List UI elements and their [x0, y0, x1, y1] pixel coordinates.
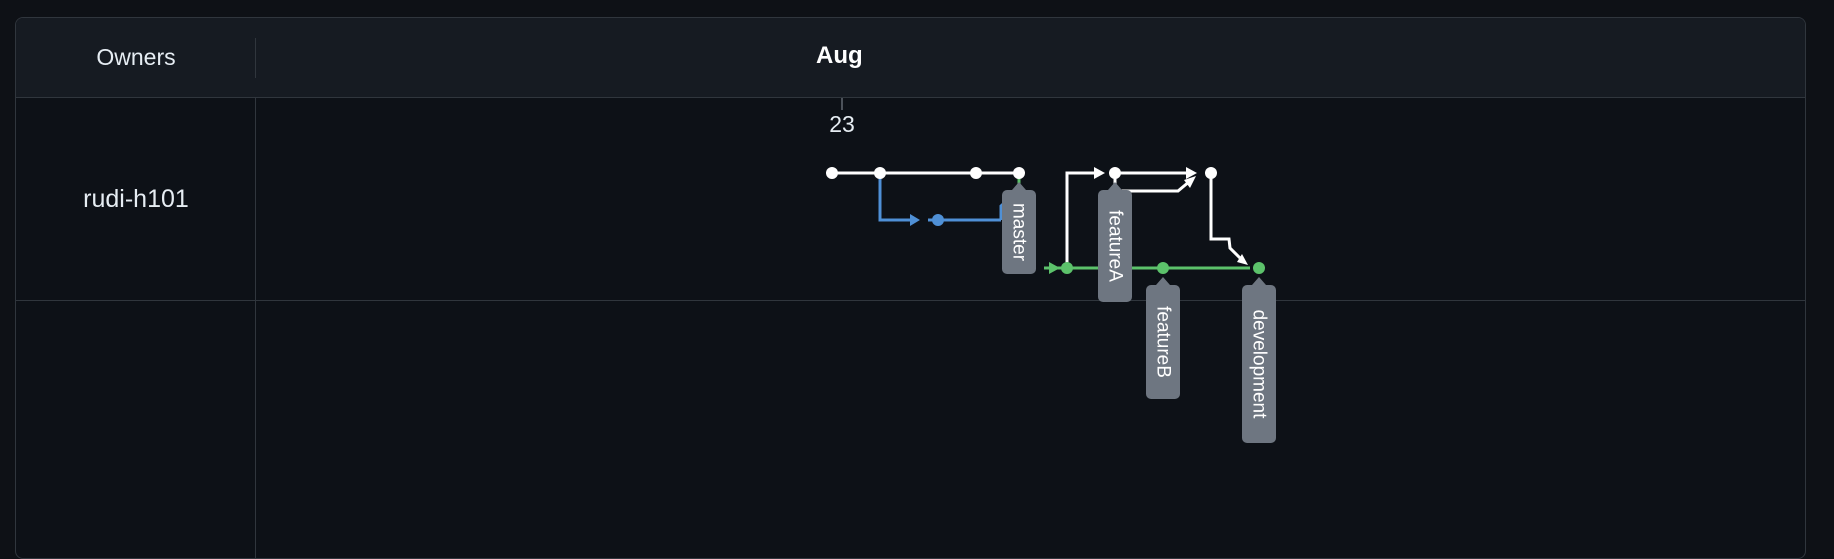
- day-label: 23: [829, 111, 855, 137]
- commit-dot[interactable]: [826, 167, 838, 179]
- commit-dot[interactable]: [970, 167, 982, 179]
- commit-dot[interactable]: [1013, 167, 1025, 179]
- commit-graph[interactable]: 23: [16, 18, 1805, 558]
- featureA-arrow-head: [1094, 167, 1105, 179]
- commit-dot[interactable]: [1157, 262, 1169, 274]
- branch-tag-label: featureB: [1153, 306, 1174, 378]
- commit-dot[interactable]: [1109, 167, 1121, 179]
- graph-header: Owners Aug: [16, 18, 1805, 98]
- owner-name[interactable]: rudi-h101: [83, 185, 189, 213]
- commit-dot[interactable]: [1205, 167, 1217, 179]
- commit-dot[interactable]: [932, 214, 944, 226]
- branch-tag-label: master: [1009, 203, 1030, 262]
- commit-dot[interactable]: [874, 167, 886, 179]
- featureB-arrow-head-2: [1184, 176, 1196, 188]
- owner-row-divider: [16, 300, 1805, 301]
- commit-dot[interactable]: [1061, 262, 1073, 274]
- featureB-arrow-head-1: [1186, 167, 1197, 179]
- header-divider: [255, 38, 256, 78]
- development-arrow-head: [1237, 254, 1248, 265]
- green-arrow-head: [1049, 262, 1060, 274]
- branch-tag-label: featureA: [1105, 210, 1126, 282]
- month-label: Aug: [816, 42, 863, 69]
- branch-tag-development[interactable]: development: [1242, 277, 1276, 443]
- branch-tag-label: development: [1249, 310, 1270, 420]
- network-graph-panel: Owners Aug rudi-h101 23: [15, 17, 1806, 559]
- blue-branch-line: [878, 173, 1015, 222]
- commit-dots[interactable]: [826, 167, 1265, 274]
- commit-dot[interactable]: [1253, 262, 1265, 274]
- owner-column-divider: [255, 98, 256, 558]
- owners-column-header: Owners: [96, 44, 176, 70]
- branch-tag-featureA[interactable]: featureA: [1098, 182, 1132, 302]
- feature-branch-lines: [1065, 171, 1242, 268]
- blue-arrow-head-1: [910, 214, 920, 226]
- branch-tag-master[interactable]: master: [1002, 182, 1036, 274]
- branch-tag-featureB[interactable]: featureB: [1146, 277, 1180, 399]
